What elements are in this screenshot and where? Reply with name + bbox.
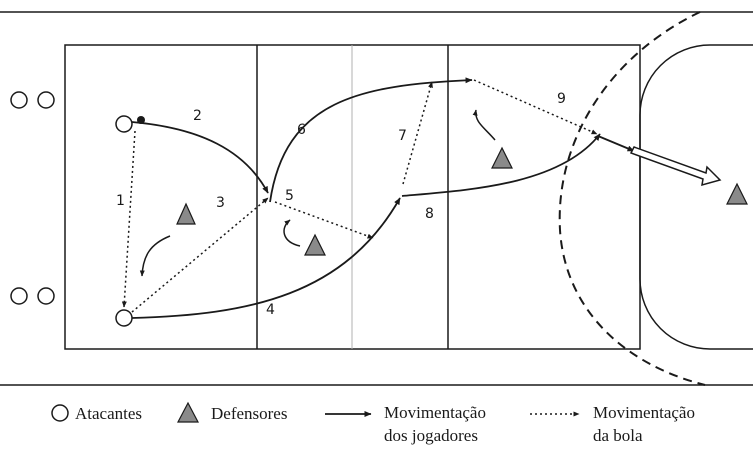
- legend-ball-movement-line2: da bola: [593, 426, 643, 445]
- dashed-zone-arc: [558, 11, 706, 386]
- legend-defender-icon: [177, 401, 199, 423]
- step-label-7: 7: [398, 128, 407, 144]
- pass-7: [402, 81, 433, 185]
- run-8: [401, 133, 601, 197]
- defender-3-movement: [472, 109, 496, 141]
- step-label-8: 8: [425, 206, 434, 222]
- attacker-waiting-3: [10, 287, 28, 305]
- defender-goalkeeper: [726, 182, 748, 205]
- run-6: [269, 77, 473, 203]
- legend-ball-movement-line1: Movimentação: [593, 403, 695, 422]
- defender-1: [176, 202, 196, 225]
- shot-arrow: [629, 146, 722, 187]
- attacker-bottom: [115, 309, 133, 327]
- step-label-3: 3: [216, 195, 225, 211]
- legend-player-movement-line1: Movimentação: [384, 403, 486, 422]
- pass-1: [121, 130, 136, 308]
- defender-3: [491, 146, 513, 169]
- step-label-2: 2: [193, 108, 202, 124]
- step-label-9: 9: [557, 91, 566, 107]
- step-label-6: 6: [297, 122, 306, 138]
- step-label-5: 5: [285, 188, 294, 204]
- legend-defenders-label: Defensores: [211, 404, 287, 423]
- attacker-waiting-4: [37, 287, 55, 305]
- attacker-top: [115, 115, 133, 133]
- step-label-1: 1: [116, 193, 125, 209]
- run-2: [131, 121, 269, 194]
- legend-attacker-icon: [51, 404, 69, 422]
- defender-2-movement: [283, 219, 301, 247]
- step-label-4: 4: [266, 302, 275, 318]
- defender-1-movement: [139, 235, 171, 277]
- pass-3: [131, 197, 269, 313]
- legend: Atacantes Defensores Movimentação dos jo…: [51, 401, 695, 445]
- run-4: [131, 197, 401, 319]
- run-to-goal: [597, 135, 635, 152]
- legend-attackers-label: Atacantes: [75, 404, 142, 423]
- pass-9: [473, 79, 598, 135]
- attacker-waiting-2: [37, 91, 55, 109]
- legend-player-movement-line2: dos jogadores: [384, 426, 478, 445]
- attacker-waiting-1: [10, 91, 28, 109]
- defender-2: [304, 233, 326, 256]
- goal-area-arc: [639, 44, 753, 350]
